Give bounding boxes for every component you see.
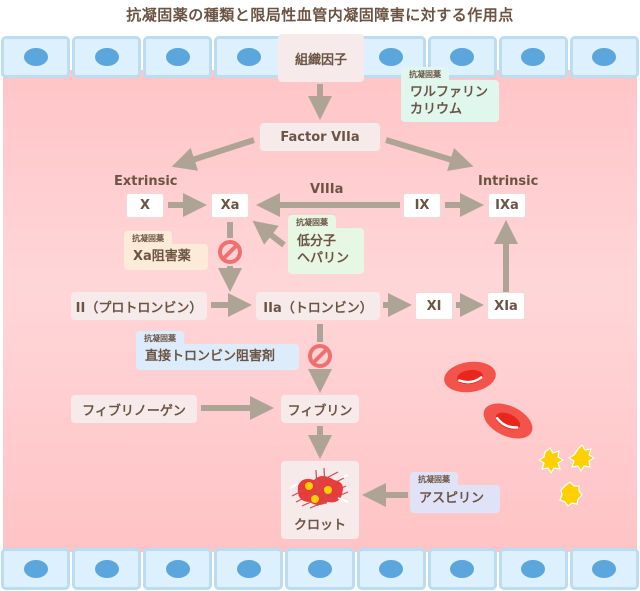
endothelium-bottom (0, 548, 640, 590)
endothelial-cell (498, 36, 568, 78)
drug-tag: 抗凝固薬 (401, 67, 449, 83)
drug-name: アスピリン (419, 491, 485, 506)
no-entry-icon (308, 344, 332, 368)
drug-tag: 抗凝固薬 (124, 231, 172, 247)
node-ixa: IXa (488, 193, 526, 218)
endothelial-cell (1, 36, 71, 78)
platelet-icon (567, 444, 596, 473)
endothelial-cell (569, 548, 639, 590)
nucleus-icon (165, 48, 190, 66)
platelet-icon (537, 447, 565, 475)
arrow-viia-to-intrinsic (385, 137, 474, 172)
clot-icon (289, 467, 349, 509)
endothelial-cell (1, 548, 71, 590)
nucleus-icon (379, 48, 404, 66)
node-tissue-factor: 組織因子 (278, 34, 364, 82)
nucleus-icon (307, 560, 332, 578)
nucleus-icon (592, 48, 617, 66)
endothelial-cell (143, 548, 213, 590)
node-factor-viia: Factor VIIa (260, 123, 380, 151)
drug-direct-thrombin-inhibitor: 抗凝固薬 直接トロンビン阻害剤 (136, 331, 299, 370)
node-xia: XIa (487, 292, 525, 320)
endothelial-cell (214, 548, 284, 590)
node-fibrin: フィブリン (281, 395, 359, 423)
endothelial-cell (427, 548, 497, 590)
drug-tag: 抗凝固薬 (288, 215, 336, 231)
nucleus-icon (94, 48, 119, 66)
nucleus-icon (165, 560, 190, 578)
arrow-viia-to-extrinsic (171, 137, 255, 171)
platelet-icon (559, 481, 583, 507)
nucleus-icon (450, 48, 475, 66)
endothelial-cell (143, 36, 213, 78)
clot-label: クロット (293, 518, 346, 533)
endothelial-cell (356, 548, 426, 590)
nucleus-icon (23, 560, 48, 578)
endothelial-cell (72, 36, 142, 78)
red-blood-cell-icon (483, 403, 533, 439)
node-x: X (126, 193, 164, 218)
node-ix: IX (403, 193, 441, 218)
nucleus-icon (592, 560, 617, 578)
drug-name: ワルファリン カリウム (410, 85, 489, 117)
diagram-title: 抗凝固薬の種類と限局性血管内凝固障害に対する作用点 (126, 6, 514, 24)
label-intrinsic: Intrinsic (478, 174, 539, 189)
nucleus-icon (94, 560, 119, 578)
drug-tag: 抗凝固薬 (136, 331, 184, 347)
node-thrombin: IIa（トロンビン） (256, 292, 380, 320)
endothelial-cell (427, 36, 497, 78)
arrow-lmwh-to-xa (252, 220, 286, 248)
drug-xa-inhibitor: 抗凝固薬 Xa阻害薬 (124, 231, 208, 270)
endothelial-cell (72, 548, 142, 590)
endothelial-cell (569, 36, 639, 78)
drug-name: 低分子 ヘパリン (297, 234, 350, 266)
node-fibrinogen: フィブリノーゲン (71, 395, 197, 423)
drug-warfarin: 抗凝固薬 ワルファリン カリウム (401, 67, 499, 122)
endothelial-cell (285, 548, 355, 590)
no-entry-icon (218, 240, 242, 264)
nucleus-icon (23, 48, 48, 66)
drug-aspirin: 抗凝固薬 アスピリン (410, 472, 500, 513)
node-xa: Xa (211, 193, 249, 218)
node-xi: XI (415, 292, 453, 320)
nucleus-icon (379, 560, 404, 578)
nucleus-icon (521, 560, 546, 578)
nucleus-icon (450, 560, 475, 578)
label-extrinsic: Extrinsic (114, 174, 178, 189)
endothelial-cell (498, 548, 568, 590)
drug-low-molecular-heparin: 抗凝固薬 低分子 ヘパリン (288, 215, 364, 274)
drug-tag: 抗凝固薬 (410, 472, 458, 488)
node-prothrombin: II（プロトロンビン） (71, 292, 207, 320)
drug-name: Xa阻害薬 (133, 249, 191, 264)
red-blood-cell-icon (444, 361, 496, 393)
label-viiia: VIIIa (310, 182, 344, 197)
nucleus-icon (236, 48, 261, 66)
nucleus-icon (236, 560, 261, 578)
nucleus-icon (521, 48, 546, 66)
drug-name: 直接トロンビン阻害剤 (145, 349, 276, 364)
